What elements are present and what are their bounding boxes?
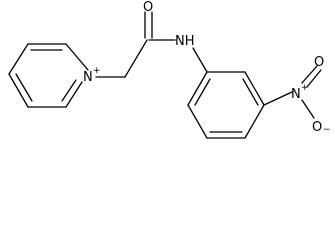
nitro-group — [263, 65, 322, 119]
bond-nh-aryl — [192, 47, 208, 73]
bond-nitro-o-top-b — [306, 69, 322, 88]
carbonyl-o-label: O — [143, 0, 153, 15]
bond-ring2-2-3 — [244, 71, 265, 106]
bond-ring1-c6-n-inner — [61, 79, 77, 102]
bond-ring2-6-1 — [187, 71, 208, 106]
amide-nh-label: NH — [175, 34, 195, 49]
nitro-o-charge-label: − — [323, 125, 331, 135]
bond-ring-nitro — [263, 91, 293, 106]
bond-ring1-c4-c5 — [8, 73, 29, 108]
acetamide-linker — [95, 11, 208, 78]
pyridinium-charge-label: + — [93, 66, 101, 76]
nitro-n-charge-label: + — [301, 83, 309, 93]
molecule-diagram: N + O NH N + O O − — [8, 0, 331, 139]
nitro-n-label: N — [291, 87, 301, 102]
nitro-o-bottom-label: O — [312, 120, 322, 135]
bond-ring1-c4-c5-inner — [15, 73, 33, 102]
bond-ring1-n-c2 — [65, 43, 89, 71]
bond-ring2-2-3-inner — [242, 78, 259, 106]
bond-nitro-o-bottom — [301, 99, 315, 119]
benzene-ring — [187, 71, 265, 139]
pyridinium-ring — [8, 43, 89, 108]
bond-ring2-3-4 — [244, 104, 265, 139]
pyridinium-n-label: N — [83, 70, 93, 85]
nitro-o-top-label: O — [314, 55, 324, 70]
bond-ring1-c3-c4 — [8, 43, 29, 75]
bond-ring2-5-6 — [187, 104, 208, 139]
bond-nitro-o-top-a — [301, 65, 318, 84]
bond-ch2-co — [124, 39, 148, 78]
bond-ring2-6-1-inner — [194, 78, 211, 106]
structure-drawing: N + O NH N + O O − — [8, 0, 331, 139]
bond-ring1-c6-n — [65, 81, 83, 108]
